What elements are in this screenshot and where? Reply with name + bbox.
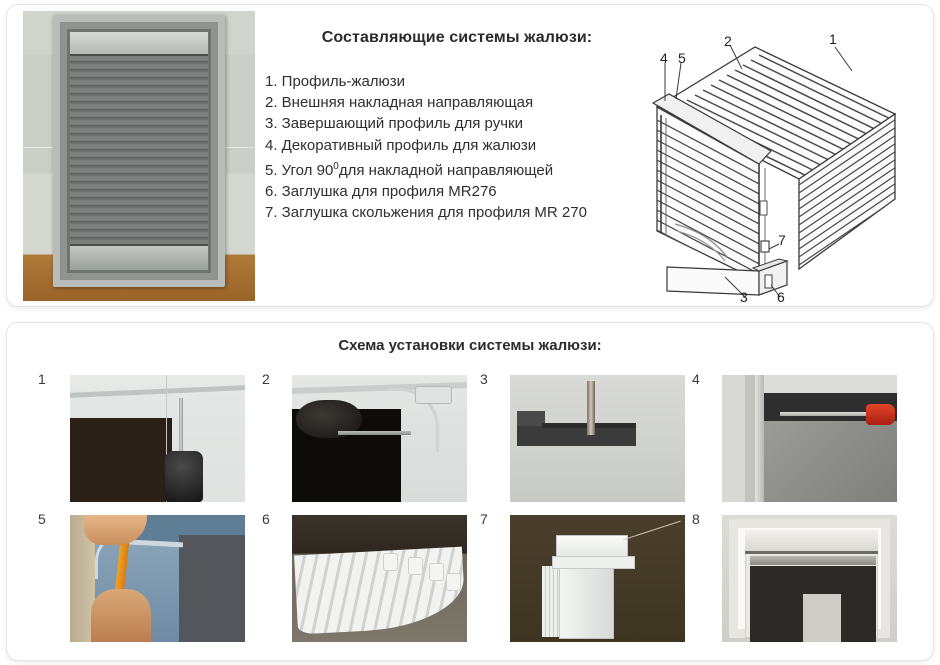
diagram-callout-1: 1 xyxy=(829,31,837,47)
photo-drill-bit xyxy=(587,381,595,435)
photo-profile-flange xyxy=(517,410,545,429)
photo-screwdriver-handle xyxy=(865,404,896,425)
photo-right-wall xyxy=(178,535,245,642)
photo-shutter-frame xyxy=(53,15,225,287)
components-list-item-1: 1. Профиль-жалюзи xyxy=(265,73,406,90)
photo-gap xyxy=(744,375,756,502)
photo-shutter-slat xyxy=(750,555,876,565)
photo-panel xyxy=(764,420,897,502)
step-photo-hand-tool-corner xyxy=(70,515,245,642)
components-title: Составляющие системы жалюзи: xyxy=(321,29,593,46)
photo-light-patch xyxy=(802,593,841,642)
components-card: Составляющие системы жалюзи: 1. Профиль-… xyxy=(6,4,934,307)
components-list-item-5: 5. Угол 900для накладной направляющей xyxy=(265,156,587,181)
photo-clip xyxy=(407,556,423,575)
step-number-7: 7 xyxy=(480,511,488,527)
components-list-item-6: 6. Заглушка для профиля MR276 xyxy=(265,183,497,201)
diagram-callout-3: 3 xyxy=(740,289,748,305)
step-number-3: 3 xyxy=(480,371,488,387)
photo-ceiling-line xyxy=(70,385,245,398)
step-number-6: 6 xyxy=(262,511,270,527)
photo-hand-bottom xyxy=(91,588,151,642)
photo-clip xyxy=(446,573,461,592)
components-list-item-2: 2. Внешняя накладная направляющая xyxy=(265,94,534,112)
isometric-roller-shutter-diagram: 1 2 4 5 7 3 6 xyxy=(647,19,937,309)
step-number-2: 2 xyxy=(262,371,270,387)
step-photo-guide-bracket xyxy=(292,375,467,502)
step-photo-drill-profile xyxy=(510,375,685,502)
photo-drill-body xyxy=(164,451,203,502)
photo-screwdriver-shaft xyxy=(779,411,868,416)
step-photo-screwdriver-frame xyxy=(722,375,897,502)
photo-drill-bit xyxy=(178,397,183,457)
components-list: 1. Профиль-жалюзи 2. Внешняя накладная н… xyxy=(265,71,587,223)
photo-shutter-curtain xyxy=(293,546,466,634)
photo-clip xyxy=(428,563,444,582)
photo-shutter-bottom-bar xyxy=(70,244,208,270)
diagram-callout-4: 4 xyxy=(660,50,668,66)
photo-clip xyxy=(383,553,398,572)
photo-pointer-line xyxy=(623,521,681,541)
diagram-callout-5: 5 xyxy=(678,50,686,66)
degree-symbol: 0 xyxy=(333,160,339,172)
photo-dark-area xyxy=(70,418,172,502)
photo-end-cap xyxy=(414,386,452,404)
photo-cap-shelf xyxy=(552,555,635,570)
photo-profile-ribs xyxy=(541,565,561,637)
item5-prefix: 5. Угол 90 xyxy=(265,161,334,179)
photo-frame-edge xyxy=(755,375,764,502)
photo-shutter-inner xyxy=(67,29,211,273)
step-photo-finished-installation xyxy=(722,515,897,642)
photo-wall-edge xyxy=(166,375,168,502)
installation-title: Схема установки системы жалюзи: xyxy=(338,337,602,354)
step-number-1: 1 xyxy=(38,371,46,387)
step-photo-shutter-curtain-clips xyxy=(292,515,467,642)
roller-shutter-line-drawing-svg xyxy=(651,44,897,298)
components-list-item-7: 7. Заглушка скольжения для профиля MR 27… xyxy=(265,204,587,222)
step-number-5: 5 xyxy=(38,511,46,527)
step-photo-drilling-ceiling xyxy=(70,375,245,502)
step-number-4: 4 xyxy=(692,371,700,387)
photo-shutter-slats xyxy=(70,56,208,244)
components-list-item-4: 4. Декоративный профиль для жалюзи xyxy=(265,136,537,154)
photo-lintel xyxy=(744,530,878,554)
components-list-item-3: 3. Завершающий профиль для ручки xyxy=(265,115,523,133)
photo-door-jamb xyxy=(722,375,747,502)
roller-shutter-product-photo xyxy=(23,11,255,301)
step-number-8: 8 xyxy=(692,511,700,527)
diagram-callout-6: 6 xyxy=(777,289,785,305)
photo-guide-rail xyxy=(337,430,411,435)
diagram-callout-7: 7 xyxy=(778,232,786,248)
photo-profile-body xyxy=(517,425,636,447)
photo-shutter-headbox xyxy=(70,32,208,56)
item5-suffix: для накладной направляющей xyxy=(338,161,554,179)
diagram-callout-2: 2 xyxy=(724,33,732,49)
step-photo-end-cap-profile xyxy=(510,515,685,642)
